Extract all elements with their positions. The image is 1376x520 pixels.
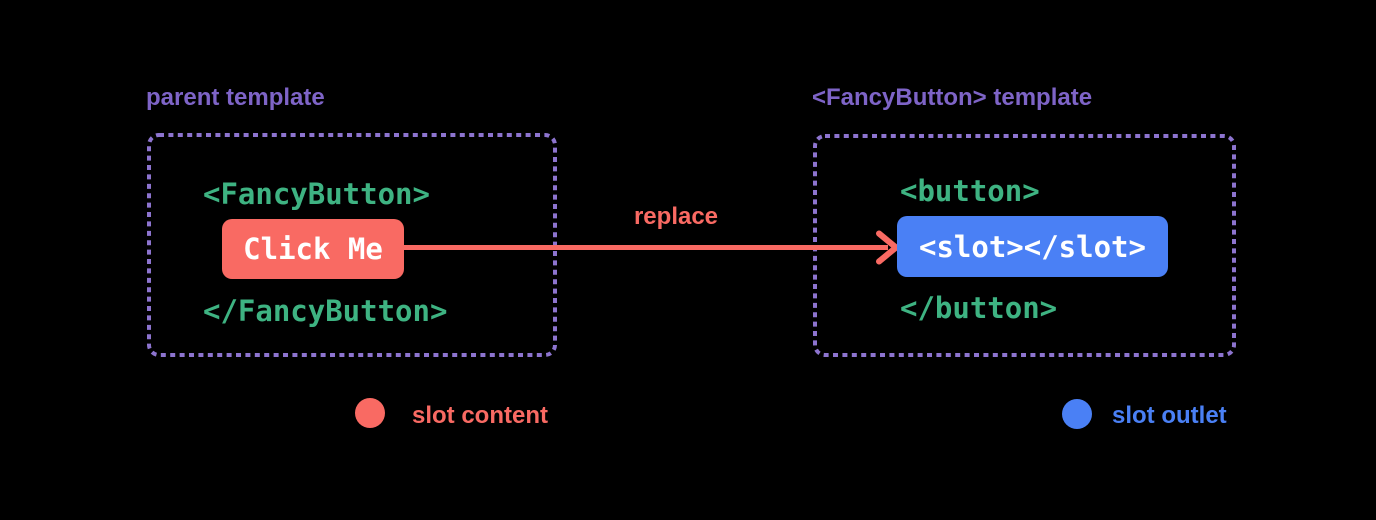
click-me-label: Click Me (243, 232, 383, 266)
replace-arrow-head (876, 230, 899, 265)
button-close-tag: </button> (900, 291, 1058, 325)
fancybutton-open-tag: <FancyButton> (203, 177, 430, 211)
legend-slot-outlet-label: slot outlet (1112, 402, 1227, 429)
slot-outlet-dot-icon (1062, 399, 1092, 429)
replace-arrow-label: replace (633, 203, 719, 230)
slot-outlet-box: <slot></slot> (897, 216, 1168, 277)
parent-template-title: parent template (146, 84, 325, 111)
button-open-tag: <button> (900, 174, 1040, 208)
fancybutton-template-title: <FancyButton> template (812, 84, 1093, 111)
slot-outlet-code: <slot></slot> (919, 229, 1146, 264)
slot-content-dot-icon (355, 398, 385, 428)
fancybutton-template-box (813, 134, 1236, 357)
fancybutton-close-tag: </FancyButton> (203, 294, 448, 328)
legend-slot-content-label: slot content (412, 402, 548, 429)
click-me-button: Click Me (222, 219, 404, 279)
